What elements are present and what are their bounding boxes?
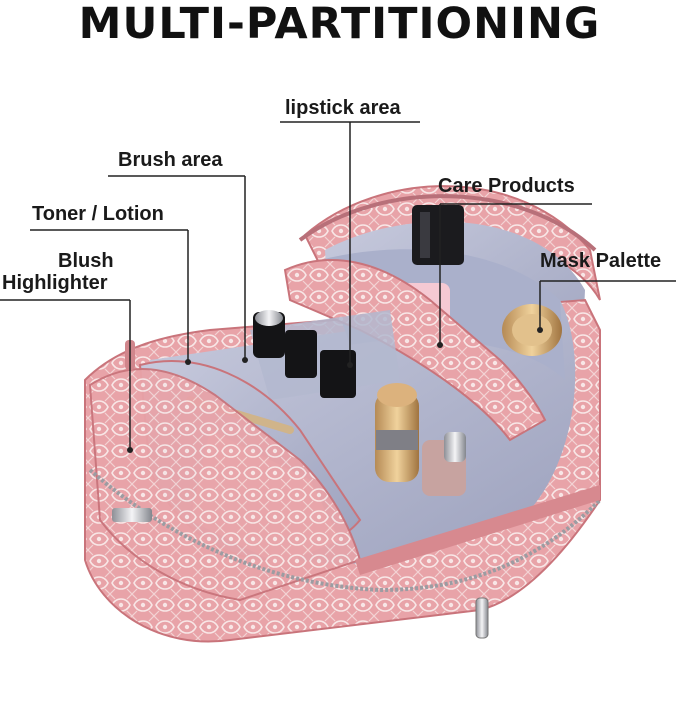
- label-mask-palette: Mask Palette: [540, 250, 662, 272]
- label-lipstick-area: lipstick area: [285, 97, 401, 119]
- leather-trim: [355, 485, 600, 575]
- zipper-pull: [475, 597, 489, 639]
- front-flap: [88, 368, 362, 602]
- label-care-products: Care Products: [438, 175, 575, 197]
- label-blush: Blush: [58, 250, 114, 272]
- mask-palette-jar: [502, 304, 562, 356]
- bottles: [375, 383, 466, 496]
- lipsticks: [253, 310, 356, 398]
- brand-badge: [112, 508, 152, 522]
- zipper-main: [88, 468, 602, 593]
- label-highlighter: Highlighter: [2, 272, 108, 294]
- label-brush-area: Brush area: [118, 149, 223, 171]
- leader-dots: [127, 327, 543, 453]
- label-toner-lotion: Toner / Lotion: [32, 203, 164, 225]
- leader-lines: [0, 121, 676, 450]
- page-title: MULTI-PARTITIONING: [78, 0, 601, 49]
- zipper-back: [298, 194, 597, 252]
